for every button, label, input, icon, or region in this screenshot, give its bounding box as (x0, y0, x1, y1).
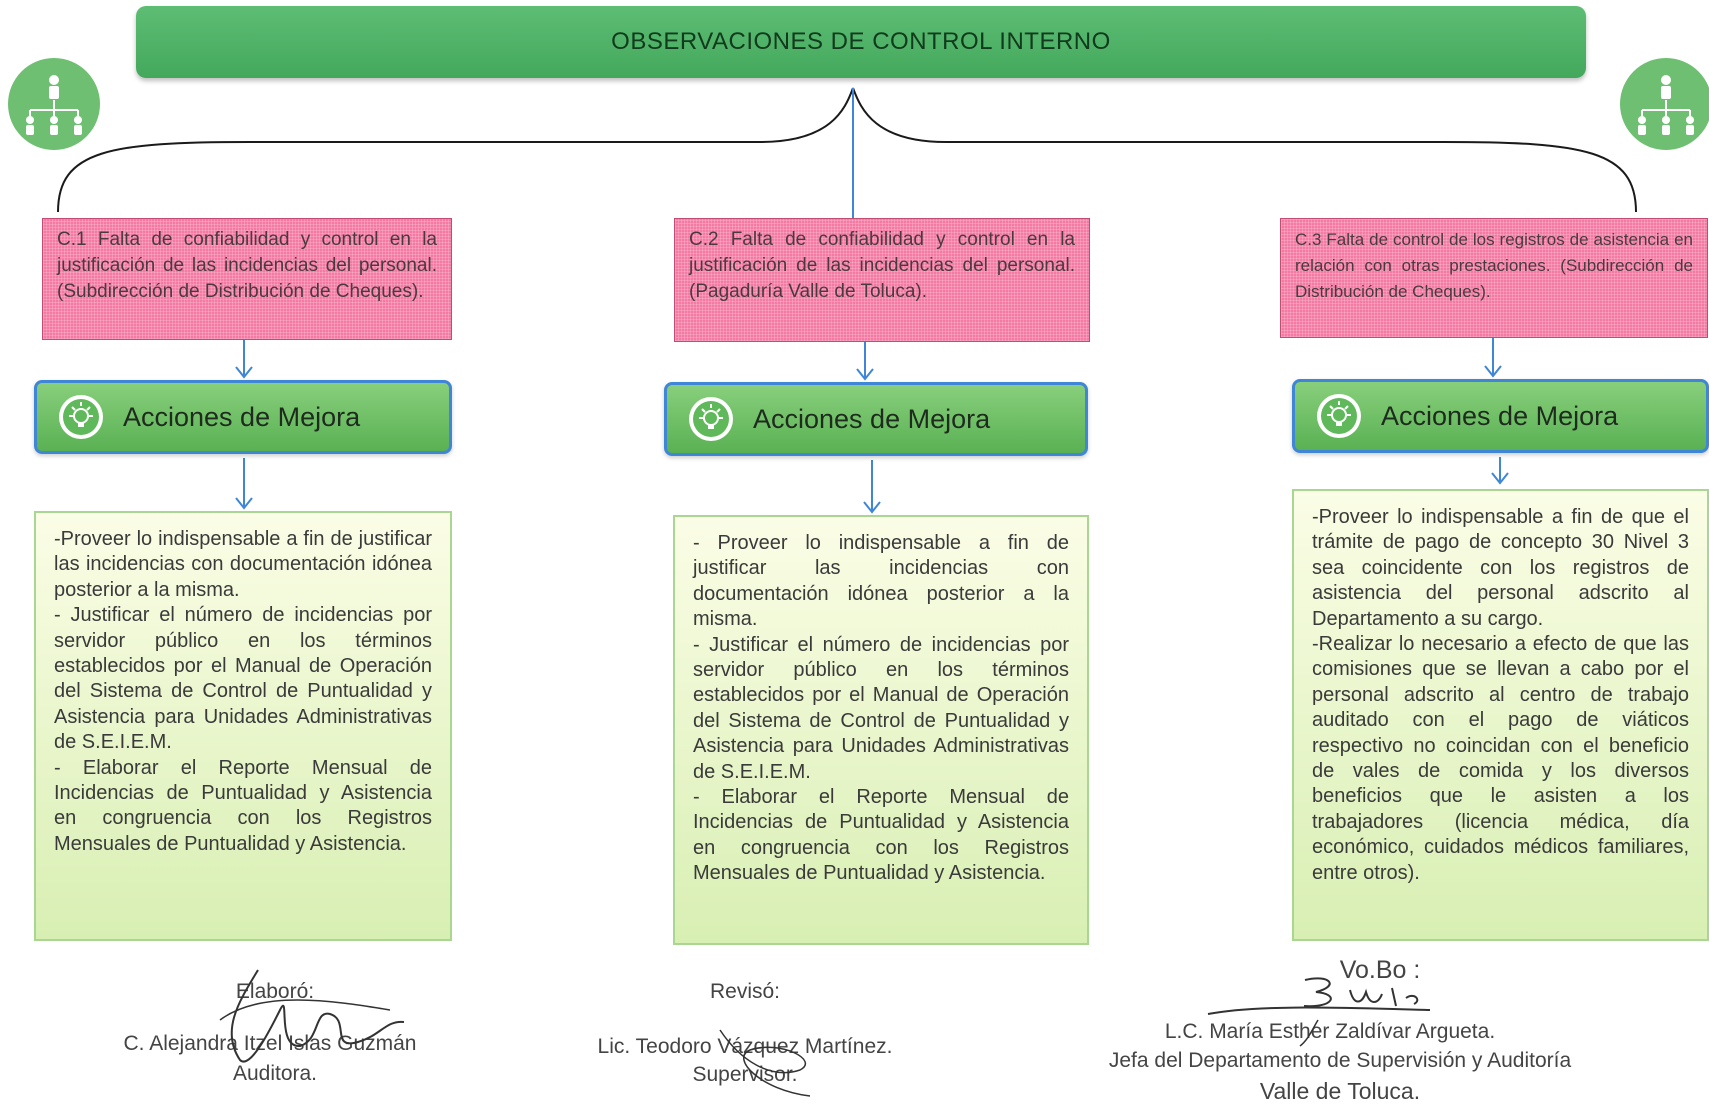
measures-c1: -Proveer lo indispensable a fin de justi… (34, 511, 452, 941)
finding-c3: C.3 Falta de control de los registros de… (1280, 218, 1708, 338)
sig-name-reviso: Lic. Teodoro Vázquez Martínez. (597, 1035, 893, 1058)
actions-header-c3: Acciones de Mejora (1292, 379, 1709, 453)
measure-item: - Proveer lo indispensable a fin de just… (693, 532, 1069, 631)
sig-title-reviso: Supervisor. (692, 1063, 798, 1086)
org-chart-icon (1620, 58, 1709, 150)
actions-label: Acciones de Mejora (753, 403, 991, 434)
brace-right (852, 87, 1637, 213)
sig-title-vobo: Jefa del Departamento de Supervisión y A… (1108, 1049, 1572, 1072)
lightbulb-icon (59, 395, 103, 439)
sig-name-vobo: L.C. María Esther Zaldívar Argueta. (1164, 1020, 1496, 1043)
org-chart-icon (8, 58, 100, 150)
actions-label: Acciones de Mejora (123, 401, 361, 432)
sig-title-elaboro: Auditora. (232, 1062, 318, 1085)
finding-c2: C.2 Falta de confiabilidad y control en … (674, 218, 1090, 342)
measure-item: -Proveer lo indispensable a fin de que e… (1312, 506, 1689, 630)
sig-role-vobo: Vo.Bo : (1339, 956, 1421, 984)
measure-item: - Elaborar el Reporte Mensual de Inciden… (54, 756, 432, 855)
measure-item: - Justificar el número de incidencias po… (54, 604, 432, 754)
measures-c3: -Proveer lo indispensable a fin de que e… (1292, 489, 1709, 941)
sig-role-elaboro: Elaboró: (235, 980, 315, 1003)
actions-label: Acciones de Mejora (1381, 400, 1619, 431)
measure-item: - Justificar el número de incidencias po… (693, 633, 1069, 783)
page-title: OBSERVACIONES DE CONTROL INTERNO (611, 28, 1111, 55)
brace-left (57, 87, 854, 213)
sig-name-elaboro: C. Alejandra Itzel Islas Guzmán (123, 1032, 417, 1055)
handwritten-signature-elaboro (219, 969, 405, 1063)
handwritten-signature-reviso (719, 1029, 811, 1097)
finding-c1: C.1 Falta de confiabilidad y control en … (42, 218, 452, 340)
sig-role-reviso: Revisó: (709, 980, 781, 1003)
handwritten-signature-vobo (1207, 977, 1431, 1047)
actions-header-c2: Acciones de Mejora (664, 382, 1088, 456)
measures-c2: - Proveer lo indispensable a fin de just… (673, 515, 1089, 945)
actions-header-c1: Acciones de Mejora (34, 380, 452, 454)
measure-item: -Realizar lo necesario a efecto de que l… (1312, 633, 1689, 884)
sig-title2-vobo: Valle de Toluca. (1259, 1078, 1421, 1104)
measure-item: -Proveer lo indispensable a fin de justi… (54, 528, 432, 601)
measure-item: - Elaborar el Reporte Mensual de Inciden… (693, 786, 1069, 885)
lightbulb-icon (689, 397, 733, 441)
page-title-banner: OBSERVACIONES DE CONTROL INTERNO (136, 6, 1586, 78)
lightbulb-icon (1317, 394, 1361, 438)
